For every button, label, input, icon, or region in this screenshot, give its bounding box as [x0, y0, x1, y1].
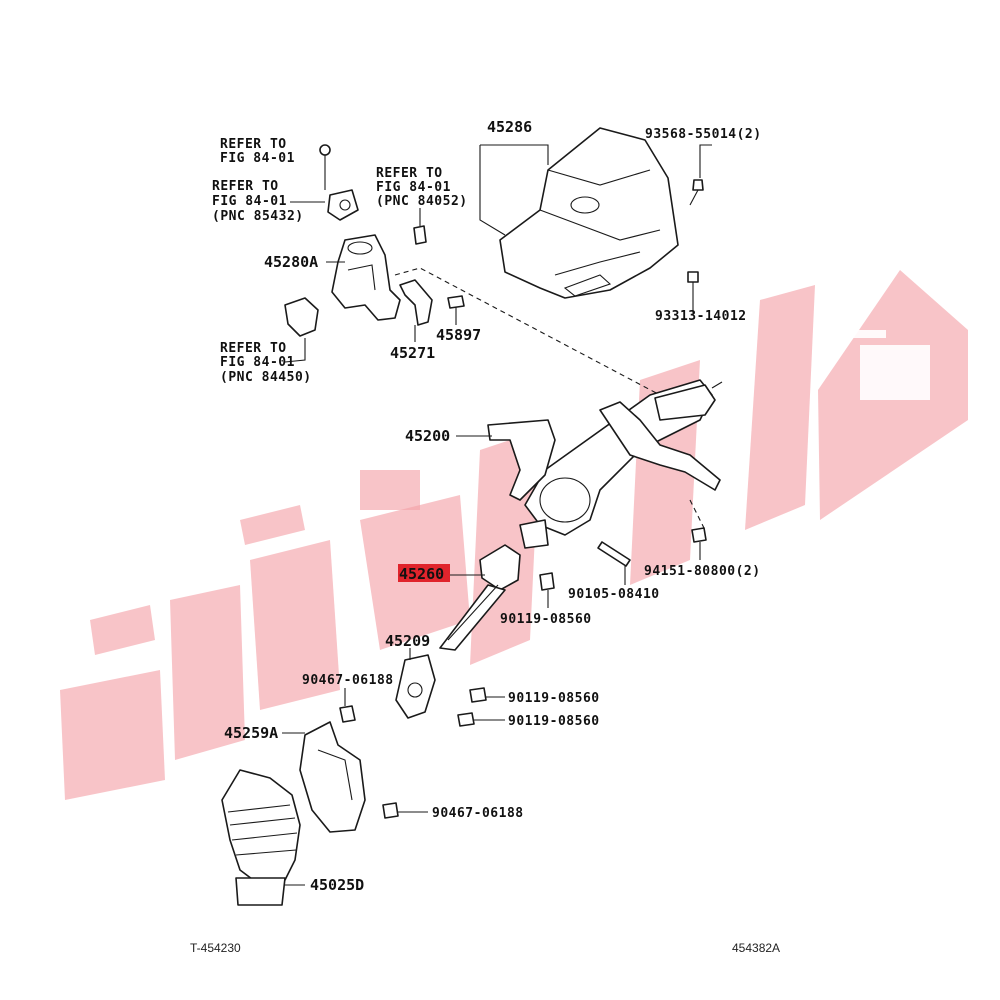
nut-90467-a[interactable] — [339, 705, 356, 723]
bolt-90119-b[interactable] — [469, 687, 487, 703]
highlight-45260 — [398, 564, 450, 582]
label-45259A[interactable]: 45259A — [224, 724, 278, 742]
steering-column-45200[interactable] — [487, 379, 723, 549]
refer-1-line1: REFER TO — [220, 137, 287, 152]
bolt-90105[interactable] — [597, 541, 631, 567]
bolt-84052[interactable] — [413, 225, 427, 245]
label-90105[interactable]: 90105-08410 — [568, 587, 660, 602]
refer-3-line1: REFER TO — [376, 166, 443, 181]
refer-2-line1: REFER TO — [212, 179, 279, 194]
label-94151[interactable]: 94151-80800(2) — [644, 564, 761, 579]
label-45897[interactable]: 45897 — [436, 326, 481, 344]
assembly-line-1 — [394, 267, 661, 396]
boot-45025D[interactable] — [221, 769, 301, 906]
label-90119-a[interactable]: 90119-08560 — [500, 612, 592, 627]
screw-93313[interactable] — [687, 271, 699, 300]
refer-2-line2: FIG 84-01 — [212, 194, 287, 209]
refer-3-line3: (PNC 84052) — [376, 194, 468, 209]
switch-part-85432[interactable] — [327, 189, 359, 221]
refer-1-line2: FIG 84-01 — [220, 151, 295, 166]
label-45271[interactable]: 45271 — [390, 344, 435, 362]
intermediate-shaft-45260[interactable] — [439, 544, 521, 651]
hole-cover-45259A[interactable] — [299, 721, 366, 833]
refer-4-line3: (PNC 84450) — [220, 370, 312, 385]
label-45200[interactable]: 45200 — [405, 427, 450, 445]
refer-3-line2: FIG 84-01 — [376, 180, 451, 195]
column-cover-45286[interactable] — [499, 127, 679, 299]
refer-4-line1: REFER TO — [220, 341, 287, 356]
label-45260[interactable]: 45260 — [399, 565, 444, 583]
label-90467-a[interactable]: 90467-06188 — [302, 673, 394, 688]
label-90119-c[interactable]: 90119-08560 — [508, 714, 600, 729]
label-90119-b[interactable]: 90119-08560 — [508, 691, 600, 706]
leader-93568 — [699, 144, 712, 178]
screw-93568[interactable] — [689, 179, 704, 206]
leader-45286 — [479, 145, 506, 236]
assembly-line-2 — [689, 499, 706, 531]
footer-right-code: 454382A — [732, 941, 780, 955]
label-93568[interactable]: 93568-55014(2) — [645, 127, 762, 142]
leader-refer4 — [284, 338, 306, 363]
small-screw-top[interactable] — [319, 144, 331, 156]
bolt-94151[interactable] — [691, 527, 707, 543]
clamp-45271[interactable] — [399, 279, 433, 326]
bracket-45280A[interactable] — [331, 234, 401, 321]
label-93313[interactable]: 93313-14012 — [655, 309, 747, 324]
lock-part-84450[interactable] — [284, 297, 319, 337]
label-45286[interactable]: 45286 — [487, 118, 532, 136]
label-45025D[interactable]: 45025D — [310, 876, 364, 894]
footer-left-code: T-454230 — [190, 941, 241, 955]
label-45280A[interactable]: 45280A — [264, 253, 318, 271]
refer-4-line2: FIG 84-01 — [220, 355, 295, 370]
label-45209[interactable]: 45209 — [385, 632, 430, 650]
bolt-45897[interactable] — [447, 295, 465, 320]
bolt-90119-a[interactable] — [539, 572, 555, 591]
watermark-logo — [60, 270, 968, 800]
bolt-90119-c[interactable] — [457, 712, 475, 727]
leader-45286b — [480, 144, 549, 165]
refer-2-line3: (PNC 85432) — [212, 209, 304, 224]
label-90467-b[interactable]: 90467-06188 — [432, 806, 524, 821]
nut-90467-b[interactable] — [382, 802, 399, 819]
universal-joint-45209[interactable] — [395, 654, 436, 719]
